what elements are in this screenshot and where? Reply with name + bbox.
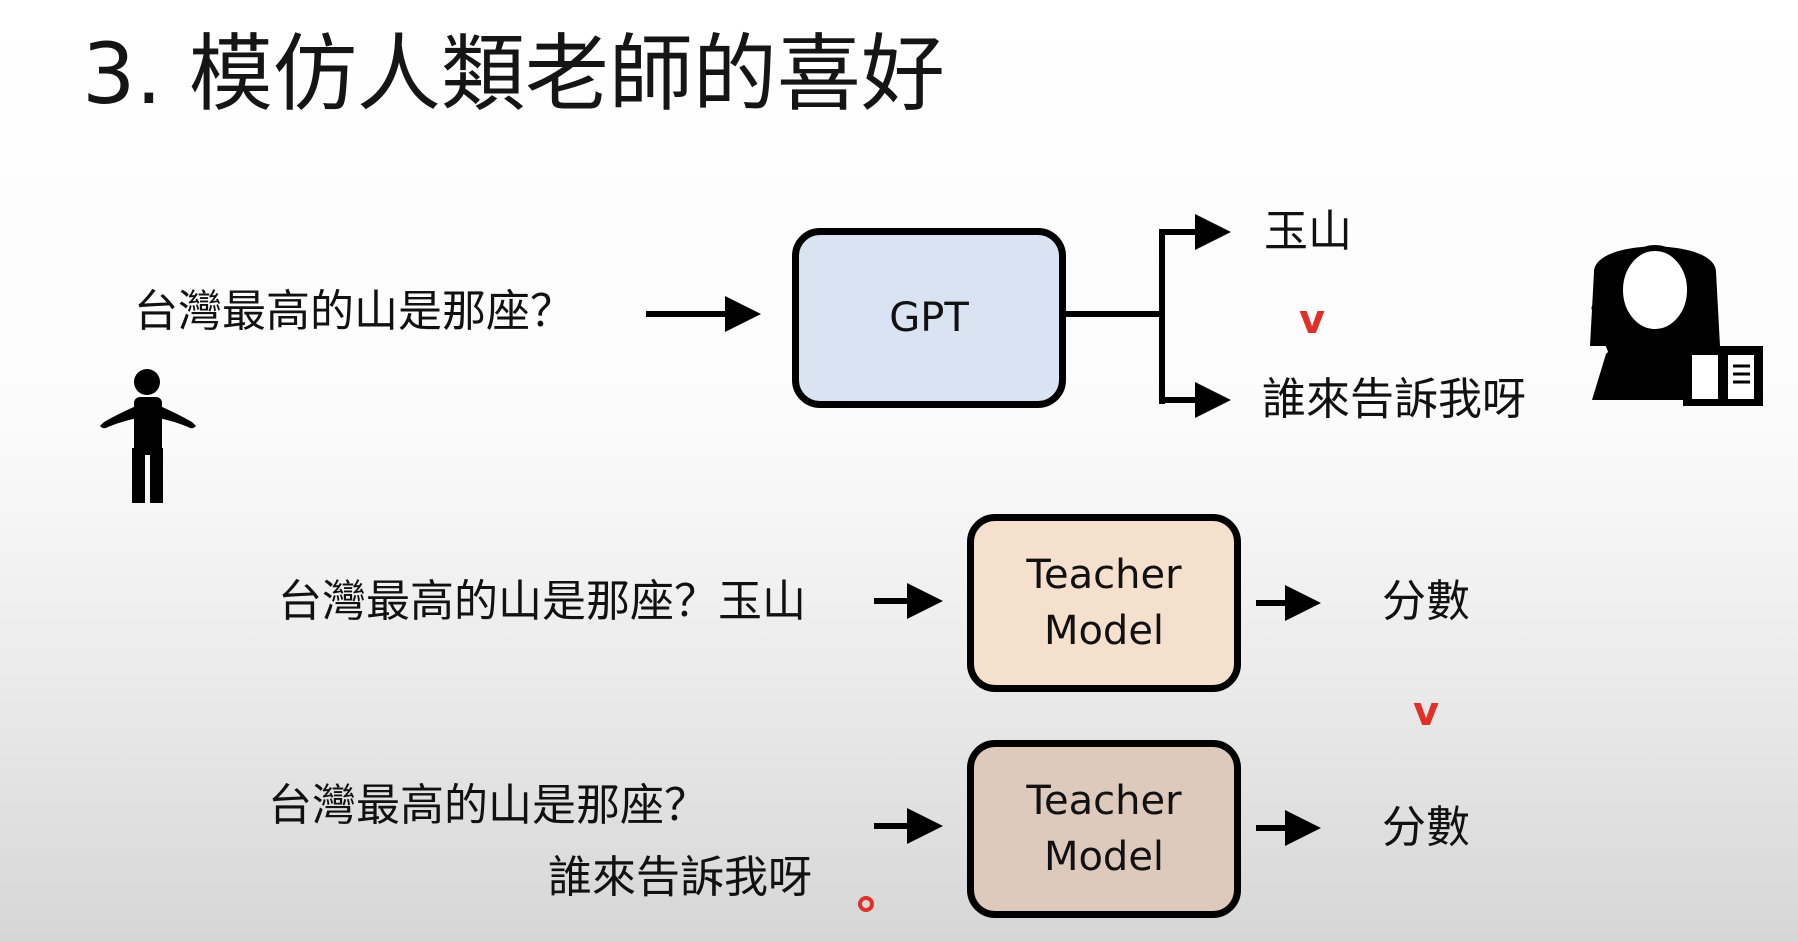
teacher-model-1-line-2: Model xyxy=(1043,608,1165,654)
person-shrugging-icon xyxy=(100,369,196,503)
row2-input-text-line-2: 誰來告訴我呀 xyxy=(548,852,812,903)
slide-title: 3. 模仿人類老師的喜好 xyxy=(82,25,945,123)
teacher-model-2-line-2: Model xyxy=(1043,834,1165,880)
answer-good-text: 玉山 xyxy=(1264,206,1352,257)
row2-input-text-line-1: 台灣最高的山是那座？ xyxy=(268,780,708,831)
teacher-with-pointer-and-book-icon xyxy=(1590,245,1763,406)
row1-score-text: 分數 xyxy=(1382,576,1470,627)
answer-comparison-mark: v xyxy=(1299,297,1326,343)
answer-bad-text: 誰來告訴我呀 xyxy=(1262,374,1526,425)
question-text: 台灣最高的山是那座？ xyxy=(134,286,574,337)
teacher-model-box-2: Teacher Model xyxy=(967,740,1241,918)
row1-input-text: 台灣最高的山是那座？玉山 xyxy=(278,576,806,627)
gpt-model-box: GPT xyxy=(792,228,1066,408)
teacher-model-1-line-1: Teacher xyxy=(1026,552,1182,598)
teacher-model-box-1: Teacher Model xyxy=(967,514,1241,692)
teacher-model-2-line-1: Teacher xyxy=(1026,778,1182,824)
cursor-dot-icon xyxy=(858,896,874,912)
score-comparison-mark: v xyxy=(1413,689,1440,735)
row2-score-text: 分數 xyxy=(1382,802,1470,853)
gpt-label: GPT xyxy=(889,295,969,341)
